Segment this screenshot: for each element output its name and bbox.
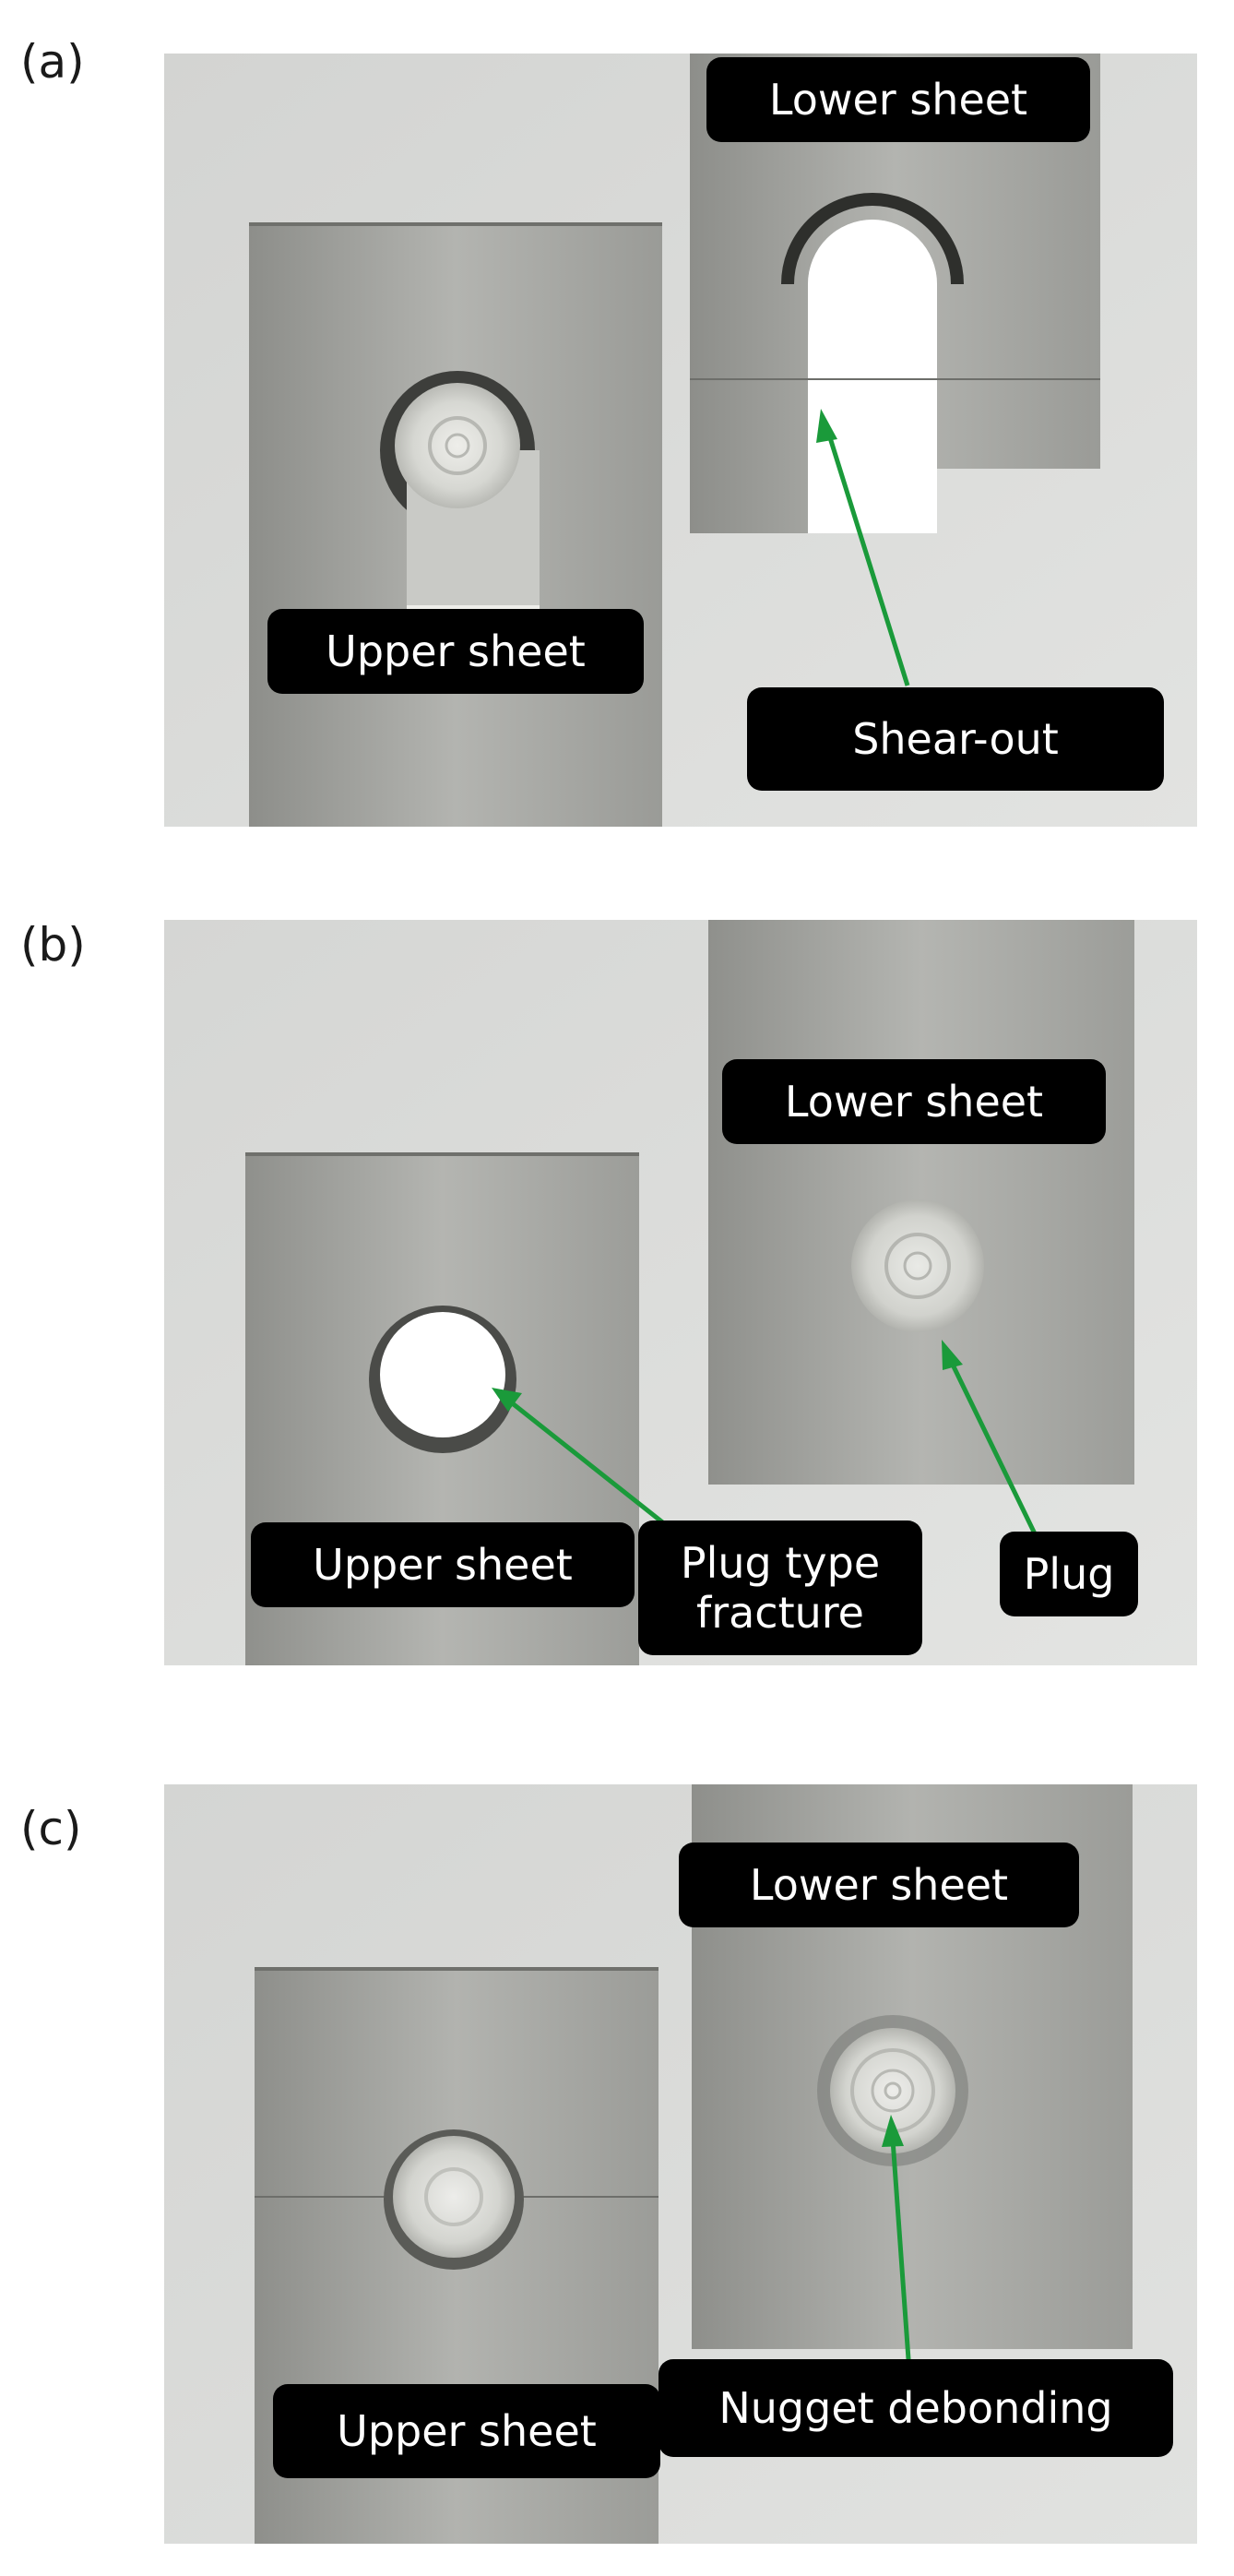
label-plug: Plug <box>1000 1532 1138 1616</box>
label-lower-sheet-b: Lower sheet <box>722 1059 1106 1144</box>
panel-letter-c: (c) <box>20 1802 82 1855</box>
photo-a <box>164 54 1197 827</box>
label-plug-type-fracture: Plug type fracture <box>638 1521 922 1655</box>
photo-a-scene <box>164 54 1197 827</box>
arrow-shear-out <box>825 431 910 686</box>
panel-letter-a: (a) <box>20 35 85 89</box>
lower-sheet <box>690 54 1100 533</box>
arrow-nugget-debonding <box>890 2139 914 2399</box>
label-upper-sheet-c: Upper sheet <box>273 2384 660 2478</box>
nugget <box>395 383 520 508</box>
label-shear-out: Shear-out <box>747 687 1164 791</box>
panel-letter-b: (b) <box>20 918 86 972</box>
label-upper-sheet-a: Upper sheet <box>267 609 644 694</box>
plug <box>851 1199 984 1332</box>
plug-hole <box>380 1312 505 1437</box>
arrow-plug <box>948 1359 1048 1556</box>
label-nugget-debonding: Nugget debonding <box>659 2359 1173 2457</box>
label-lower-sheet-a: Lower sheet <box>706 57 1090 142</box>
nugget-upper <box>393 2136 515 2258</box>
nugget-lower <box>830 2028 955 2153</box>
label-lower-sheet-c: Lower sheet <box>679 1843 1079 1927</box>
shear-out-slot <box>808 220 937 533</box>
label-upper-sheet-b: Upper sheet <box>251 1522 635 1607</box>
